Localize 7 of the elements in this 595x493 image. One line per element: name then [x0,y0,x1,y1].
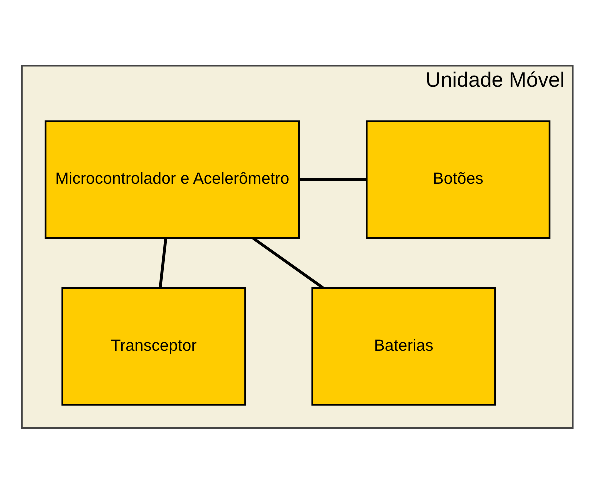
connector [159,238,168,288]
node-box: Microcontrolador e Acelerômetro [44,120,300,239]
connector [252,236,324,289]
connector [299,178,367,181]
node-box: Botões [366,120,551,239]
node-box: Transceptor [62,286,246,406]
node-box: Baterias [312,286,496,406]
